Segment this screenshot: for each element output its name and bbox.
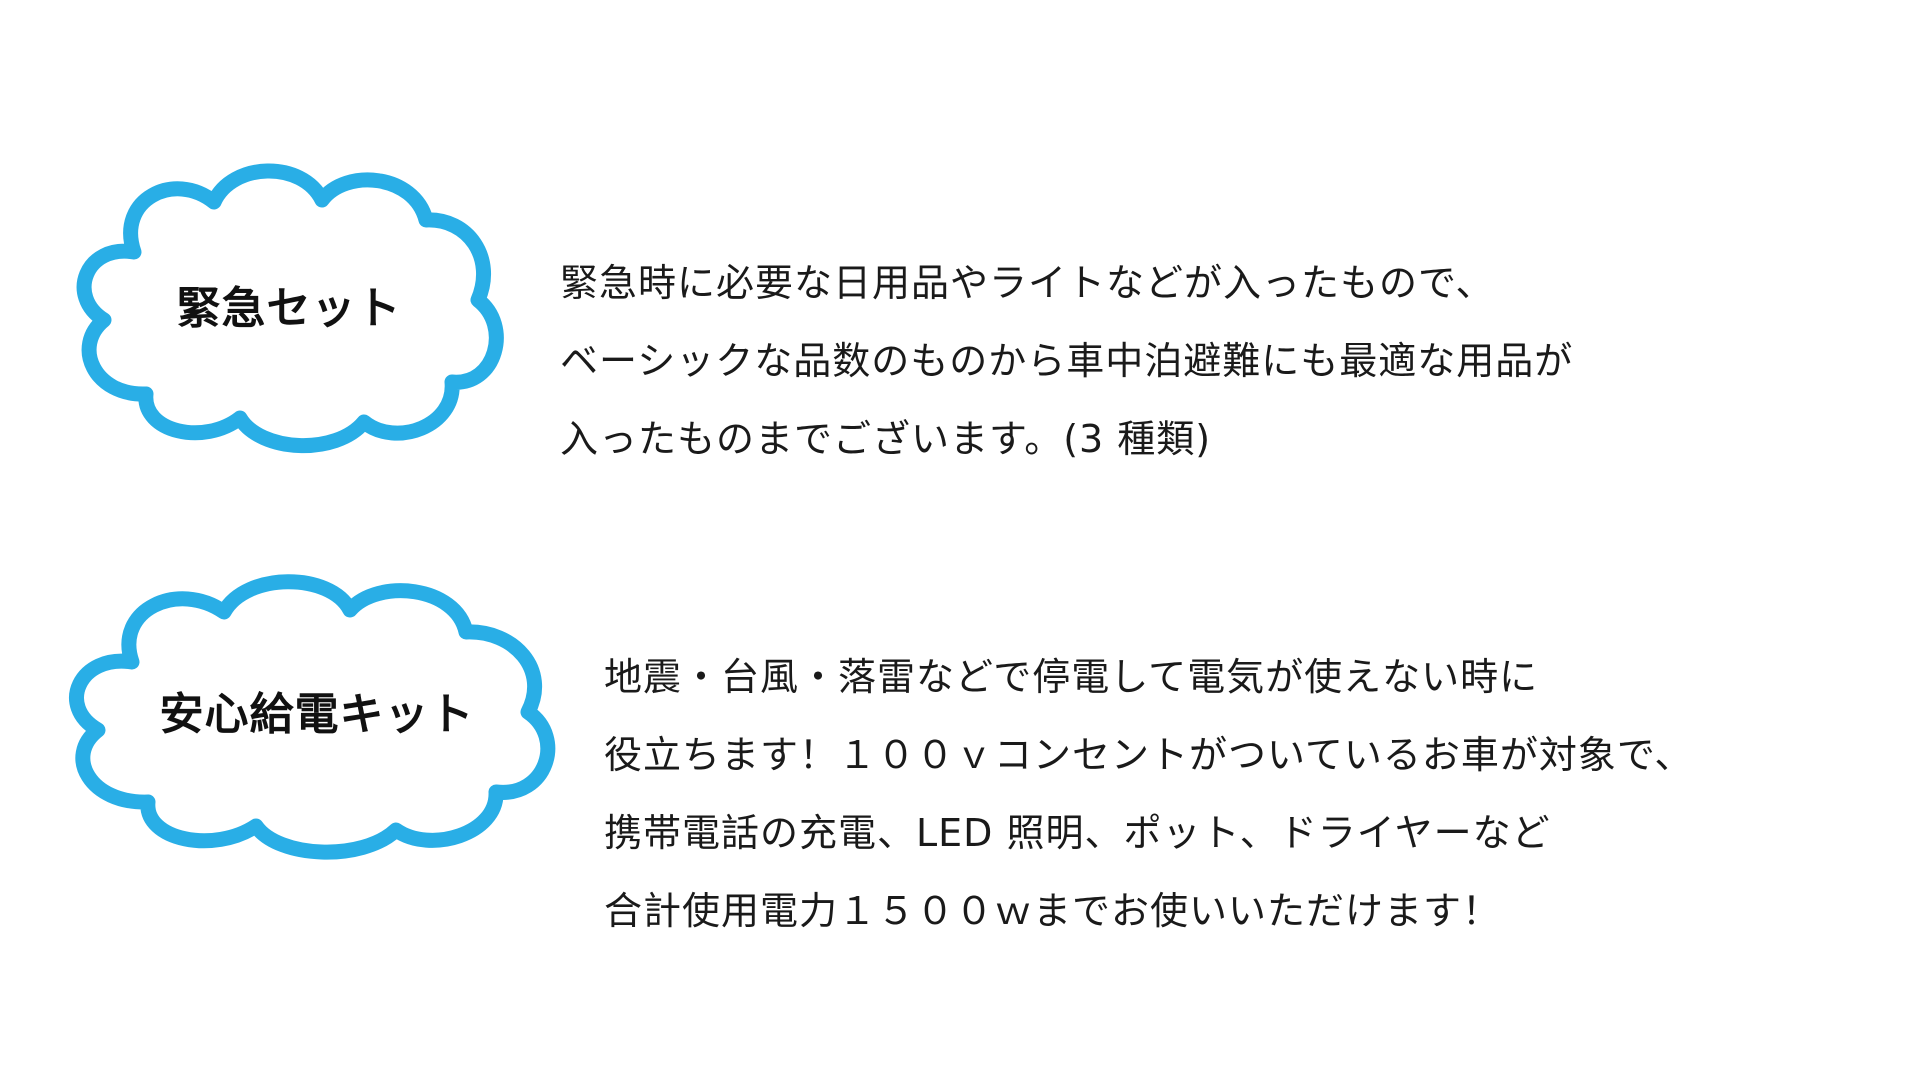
section-title: 緊急セット xyxy=(176,283,402,334)
description-line: 合計使用電力１５００ｗまでお使いいただけます！ xyxy=(604,889,1502,933)
cloud-shape-icon xyxy=(76,163,504,454)
description-line: 緊急時に必要な日用品やライトなどが入ったもので、 xyxy=(560,261,1495,305)
cloud-shape-icon xyxy=(69,574,556,860)
cloud-label-power-kit: 安心給電キット xyxy=(52,572,582,860)
description-line: 役立ちます！１００ｖコンセントがついているお車が対象で、 xyxy=(604,733,1694,777)
section-description: 地震・台風・落雷などで停電して電気が使えない時に 役立ちます！１００ｖコンセント… xyxy=(604,638,1693,950)
section-title: 安心給電キット xyxy=(159,689,475,740)
description-line: 入ったものまでございます。(3 種類) xyxy=(560,417,1212,461)
description-line: 携帯電話の充電、LED 照明、ポット、ドライヤーなど xyxy=(604,811,1551,855)
description-line: 地震・台風・落雷などで停電して電気が使えない時に xyxy=(604,655,1539,699)
description-line: ベーシックな品数のものから車中泊避難にも最適な用品が xyxy=(560,339,1574,383)
section-description: 緊急時に必要な日用品やライトなどが入ったもので、 ベーシックな品数のものから車中… xyxy=(560,244,1573,478)
cloud-label-emergency-set: 緊急セット xyxy=(64,160,514,454)
